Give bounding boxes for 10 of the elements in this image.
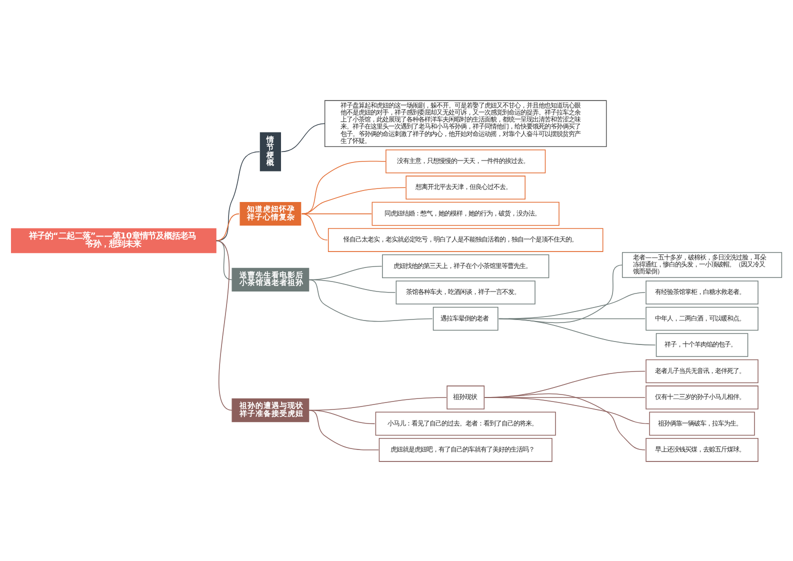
connector — [308, 278, 433, 322]
connector — [216, 212, 240, 241]
connector — [484, 392, 646, 450]
node-box: 祥子的“二起二落”——第10章情节及概括老马爷孙，想到未来 — [10, 228, 216, 253]
connector — [498, 318, 656, 345]
connector — [216, 150, 260, 241]
connector — [301, 160, 386, 214]
connector — [308, 409, 379, 450]
connector — [301, 212, 328, 240]
connector — [280, 122, 326, 152]
